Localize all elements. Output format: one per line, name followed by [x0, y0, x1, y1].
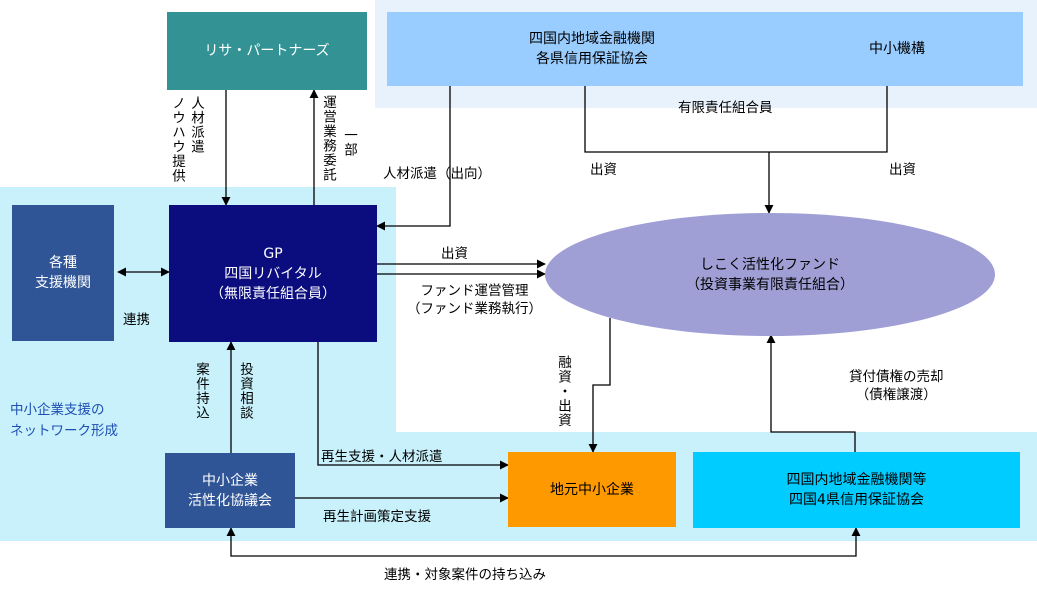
- anken-vlabel: 案件持込: [193, 362, 209, 420]
- bottom-renkei-label: 連携・対象案件の持ち込み: [384, 567, 546, 583]
- arrow-fin-to-gp: [376, 86, 451, 231]
- gp-shusshi-label: 出資: [441, 246, 468, 262]
- network-line2: ネットワーク形成: [10, 423, 118, 439]
- renkei-label: 連携: [123, 312, 150, 328]
- arrow-bottom-renkei: [226, 527, 861, 557]
- top-financial-left-line2: 各県信用保証協会: [536, 51, 648, 67]
- unei-vlabel: 運営業務委託: [320, 95, 336, 182]
- shusshi-left-label: 出資: [590, 162, 617, 178]
- shikoku-financial-box: 四国内地域金融機関等 四国4県信用保証協会: [693, 452, 1020, 528]
- shikoku-fin-line1: 四国内地域金融機関等: [786, 472, 927, 488]
- top-financial-left: 四国内地域金融機関 各県信用保証協会: [482, 29, 702, 69]
- risa-partners-label: リサ・パートナーズ: [204, 43, 330, 59]
- jinzai-haken-vlabel: 人材派遣: [188, 96, 204, 154]
- fund-line1: しこく活性化ファンド: [700, 256, 840, 273]
- gp-line3: （無限責任組合員）: [210, 285, 336, 302]
- fund-line2: （投資事業有限責任組合）: [686, 276, 854, 293]
- fund-kanri-line1: ファンド運営管理: [420, 283, 529, 299]
- network-label: 中小企業支援の ネットワーク形成: [10, 400, 118, 442]
- ichibu-vlabel: 一部: [341, 128, 357, 157]
- saisei-jinzai-label: 再生支援・人材派遣: [321, 449, 443, 465]
- network-line1: 中小企業支援の: [10, 402, 105, 418]
- toshi-vlabel: 投資相談: [237, 362, 253, 420]
- arrow-fund-to-jimoto: [588, 318, 611, 453]
- jimoto-label: 地元中小企業: [550, 481, 634, 498]
- arrow-gp-to-jimoto: [317, 342, 509, 470]
- shikoku-fin-line2: 四国4県信用保証協会: [789, 492, 924, 508]
- top-financial-box: 四国内地域金融機関 各県信用保証協会 中小機構: [387, 12, 1023, 86]
- kyogikai-line2: 活性化協議会: [188, 492, 272, 509]
- gp-line1: GP: [263, 245, 283, 262]
- yugen-label: 有限責任組合員: [678, 100, 773, 116]
- kakushu-shien-box: 各種 支援機関: [12, 205, 114, 341]
- top-financial-left-line1: 四国内地域金融機関: [529, 31, 655, 47]
- kashitsuke-label: 貸付債権の売却 （債権譲渡）: [849, 368, 944, 404]
- kashitsuke-line2: （債権譲渡）: [855, 387, 937, 403]
- kyogikai-line1: 中小企業: [202, 472, 258, 489]
- yugen-bracket: [584, 86, 888, 153]
- arrow-shikoku-to-fund: [766, 334, 856, 452]
- kakushu-line1: 各種: [49, 255, 77, 271]
- kakushu-line2: 支援機関: [35, 275, 91, 291]
- saisei-keikaku-label: 再生計画策定支援: [323, 509, 431, 525]
- gp-line2: 四国リバイタル: [224, 265, 322, 282]
- kyogikai-box: 中小企業 活性化協議会: [165, 453, 295, 528]
- kashitsuke-line1: 貸付債権の売却: [849, 369, 944, 385]
- jinzai-shukko-label: 人材派遣（出向）: [383, 166, 491, 182]
- risa-partners-box: リサ・パートナーズ: [167, 12, 367, 90]
- gp-shikoku-revital-box: GP 四国リバイタル （無限責任組合員）: [169, 205, 377, 342]
- jimoto-chusho-box: 地元中小企業: [508, 452, 676, 527]
- fund-kanri-line2: （ファンド業務執行）: [407, 301, 542, 317]
- shusshi-right-label: 出資: [889, 162, 916, 178]
- nouhau-vlabel: ノウハウ提供: [169, 96, 185, 183]
- shikoku-fund-ellipse: しこく活性化ファンド （投資事業有限責任組合）: [545, 213, 995, 336]
- fund-kanri-label: ファンド運営管理 （ファンド業務執行）: [407, 282, 542, 318]
- yushi-vlabel: 融資・出資: [555, 355, 571, 428]
- chusho-kiko-label: 中小機構: [869, 41, 925, 57]
